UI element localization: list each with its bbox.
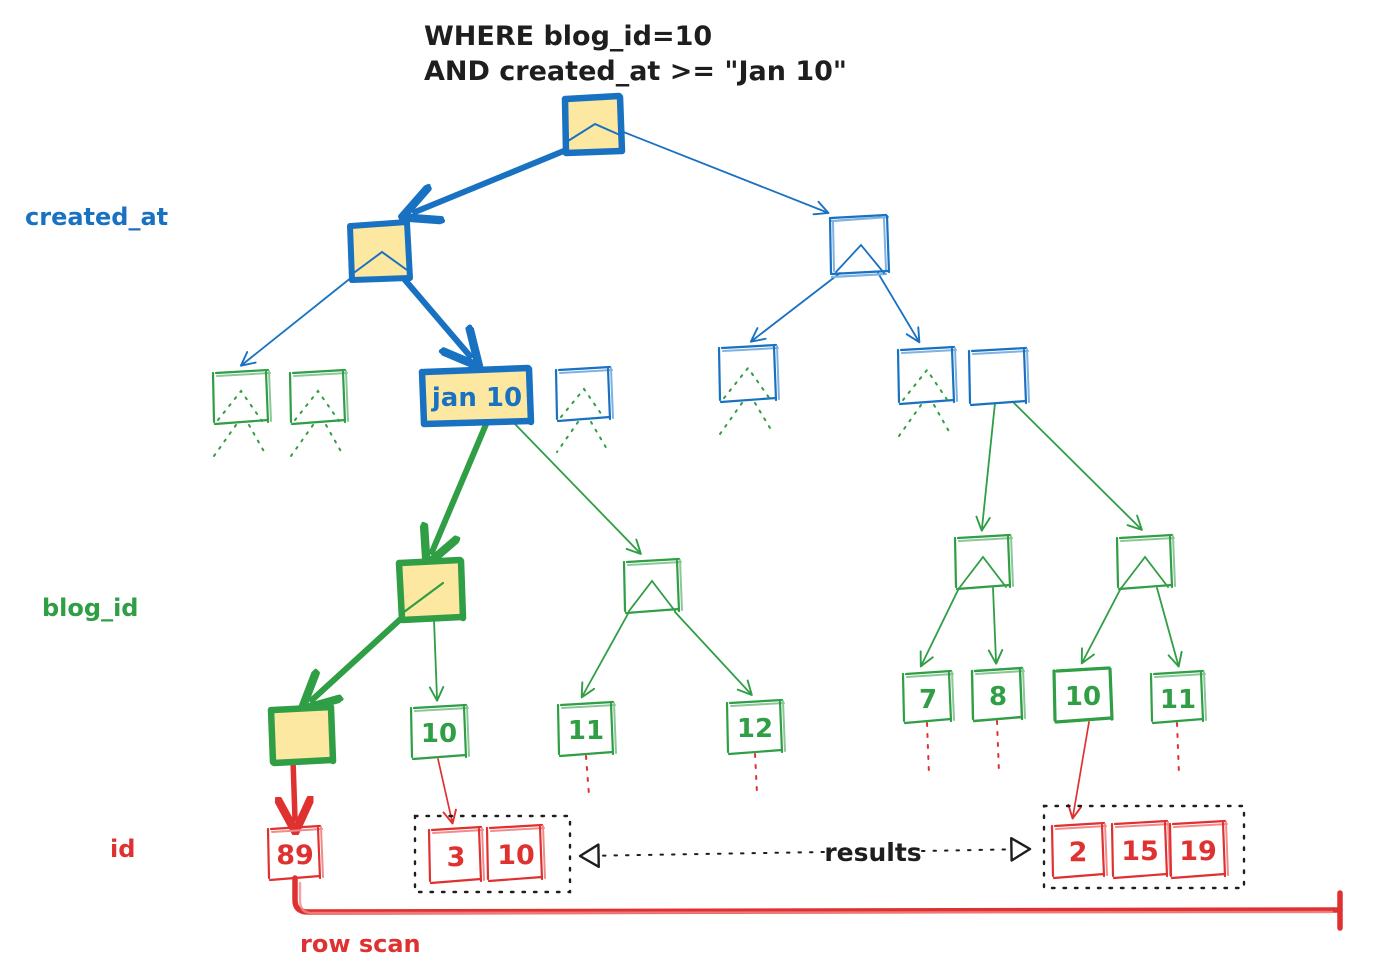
created-at-leaf-1[interactable]: [211, 368, 272, 457]
blog-id-leaf-highlight[interactable]: [267, 703, 337, 767]
id-cell-10-label: 10: [497, 840, 535, 871]
id-cell-3[interactable]: [427, 825, 485, 885]
root-node[interactable]: [561, 92, 626, 157]
result-group-right: [1042, 804, 1246, 890]
blog-id-leaf-8[interactable]: [970, 666, 1026, 723]
blog-id-leaf-11b[interactable]: [1149, 669, 1207, 725]
blog-id-internal-mid[interactable]: [622, 557, 683, 615]
created-at-leaf-5[interactable]: [717, 343, 780, 435]
query-line-1: WHERE blog_id=10: [424, 21, 712, 52]
results-arrow: [578, 836, 1032, 869]
created-at-leaf-6[interactable]: [896, 345, 958, 437]
id-cell-15-label: 15: [1121, 836, 1159, 867]
blog-id-leaf-7-label: 7: [919, 685, 937, 715]
blog-id-leaf-12[interactable]: [725, 698, 786, 756]
created-at-leaf-2[interactable]: [288, 368, 349, 457]
created-at-leaf-7[interactable]: [967, 346, 1030, 407]
id-cell-19-label: 19: [1179, 836, 1217, 867]
blog-id-internal-highlight[interactable]: [395, 556, 467, 624]
blog-id-leaf-10b[interactable]: [1052, 666, 1114, 724]
blog-id-leaf-10a[interactable]: [409, 703, 470, 761]
results-label: results: [824, 838, 921, 867]
id-label: id: [110, 835, 135, 863]
blog-id-leaf-11a[interactable]: [556, 700, 617, 758]
id-cell-19[interactable]: [1168, 819, 1229, 880]
row-scan-label: row scan: [300, 930, 421, 958]
edges-id: [293, 720, 1180, 821]
query-line-2: AND created_at >= "Jan 10": [424, 56, 847, 87]
id-cell-15[interactable]: [1110, 819, 1171, 880]
blog-id-leaf-11a-label: 11: [568, 716, 604, 746]
blog-id-leaf-10a-label: 10: [421, 719, 457, 749]
edges-blog-id: [312, 402, 1183, 700]
created-at-internal-left[interactable]: [347, 219, 413, 283]
row-scan-line: [292, 875, 1343, 931]
blog-id-leaf-8-label: 8: [989, 682, 1007, 712]
created-at-label: created_at: [25, 203, 168, 231]
blog-id-label: blog_id: [42, 594, 138, 622]
id-cell-2-label: 2: [1069, 837, 1088, 868]
blog-id-leaf-11b-label: 11: [1160, 685, 1196, 715]
jan10-node-label: jan 10: [431, 383, 522, 413]
id-cell-89-label: 89: [276, 840, 314, 871]
blog-id-leaf-12-label: 12: [737, 714, 773, 744]
text-layer: WHERE blog_id=10 AND created_at >= "Jan …: [25, 21, 1217, 958]
blog-id-internal-right-2[interactable]: [1115, 533, 1176, 591]
edges-created-at: [239, 130, 921, 364]
id-cell-3-label: 3: [447, 842, 466, 873]
created-at-internal-right[interactable]: [828, 213, 891, 279]
blog-id-leaf-10b-label: 10: [1065, 682, 1101, 712]
blog-id-internal-right-1[interactable]: [953, 533, 1014, 591]
created-at-leaf-4[interactable]: [554, 365, 614, 453]
id-cell-89[interactable]: [266, 824, 324, 882]
id-cell-10[interactable]: [485, 823, 546, 883]
created-at-leaf-jan10[interactable]: [418, 364, 535, 428]
id-cell-2[interactable]: [1050, 821, 1108, 880]
blog-id-leaf-7[interactable]: [901, 669, 955, 725]
